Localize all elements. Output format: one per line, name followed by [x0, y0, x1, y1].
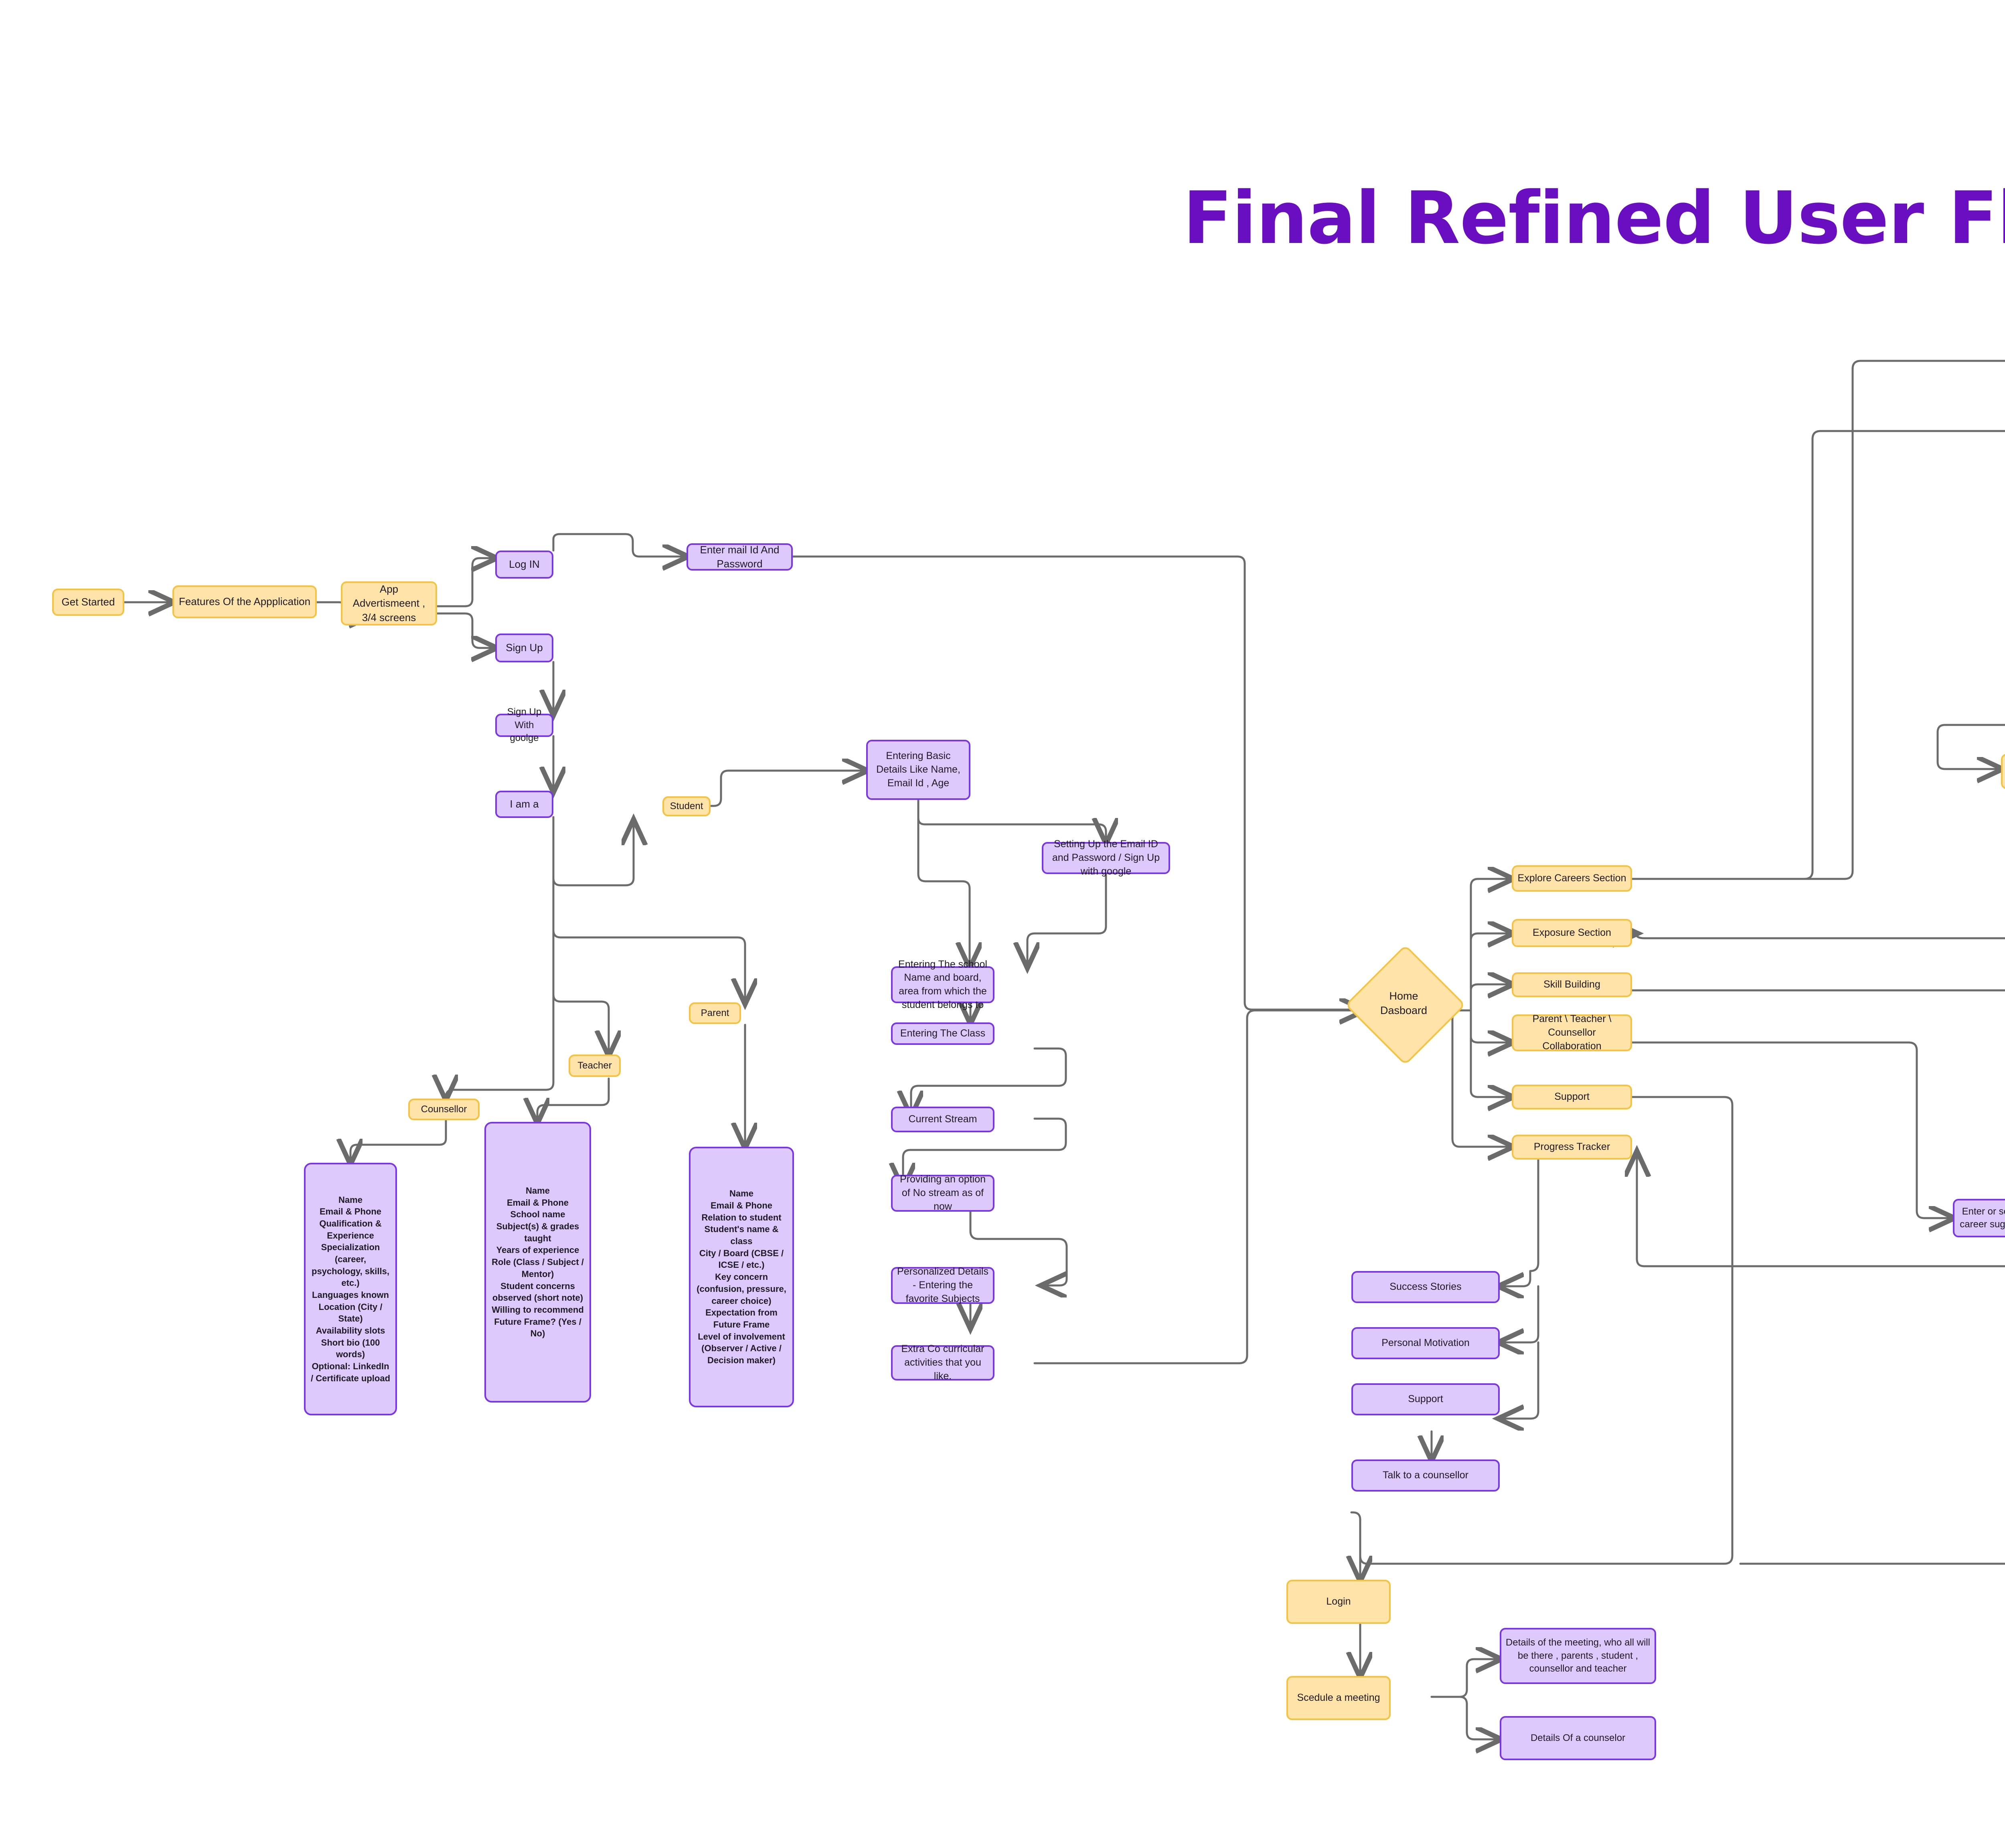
node-features[interactable]: Features Of the Appplication	[172, 585, 317, 618]
node-home-dashboard-label: Home Dasboard	[1380, 990, 1428, 1016]
node-entering-class[interactable]: Entering The Class	[891, 1022, 994, 1045]
node-no-stream[interactable]: Providing an option of No stream as of n…	[891, 1174, 994, 1212]
node-explore-careers-section[interactable]: Explore Careers Section	[1512, 865, 1632, 892]
node-login[interactable]: Login	[1286, 1580, 1391, 1624]
node-sign-up[interactable]: Sign Up	[495, 634, 553, 662]
node-success-stories[interactable]: Success Stories	[1351, 1271, 1500, 1303]
node-talk-to-a-counsellor[interactable]: Talk to a counsellor	[1351, 1459, 1500, 1492]
node-meeting-details: Details of the meeting, who all will be …	[1500, 1628, 1656, 1684]
node-support-column[interactable]: Support	[1351, 1383, 1500, 1415]
node-i-am-a[interactable]: I am a	[495, 791, 553, 818]
node-personalized-details[interactable]: Personalized Details - Entering the favo…	[891, 1266, 994, 1304]
node-teacher[interactable]: Teacher	[569, 1055, 621, 1077]
node-parent-teacher-counsellor-collaboration[interactable]: Parent \ Teacher \ Counsellor Collaborat…	[1512, 1013, 1632, 1052]
node-exposure-section[interactable]: Exposure Section	[1512, 919, 1632, 947]
node-sign-up-google[interactable]: Sign Up With goolge	[495, 706, 553, 743]
node-student[interactable]: Student	[662, 796, 711, 816]
node-basic-details[interactable]: Entering Basic Details Like Name, Email …	[866, 740, 970, 800]
node-progress-tracker[interactable]: Progress Tracker	[1512, 1135, 1632, 1160]
page-title: Final Refined User Flow	[1183, 176, 2005, 260]
node-school-name[interactable]: Entering The school Name and board, area…	[891, 959, 994, 1010]
node-going-to-exposure-section[interactable]: Going to exposure section	[2001, 754, 2005, 789]
node-extra-co-curricular[interactable]: Extra Co curricular activities that you …	[891, 1343, 994, 1382]
node-support-menu[interactable]: Support	[1512, 1085, 1632, 1109]
node-counsellor-details: Name Email & Phone Qualification & Exper…	[304, 1163, 397, 1415]
node-schedule-a-meeting[interactable]: Scedule a meeting	[1286, 1676, 1391, 1720]
node-counsellor[interactable]: Counsellor	[408, 1099, 480, 1120]
node-current-stream[interactable]: Current Stream	[891, 1107, 994, 1132]
node-enter-select-career[interactable]: Enter or select a career suggested	[1953, 1199, 2005, 1237]
node-parent-details: Name Email & Phone Relation to student S…	[689, 1147, 794, 1407]
node-setting-email[interactable]: Setting Up the Email ID and Password / S…	[1042, 838, 1170, 877]
node-enter-mail-password[interactable]: Enter mail Id And Password	[687, 543, 793, 571]
node-personal-motivation[interactable]: Personal Motivation	[1351, 1327, 1500, 1359]
node-counselor-details: Details Of a counselor	[1500, 1716, 1656, 1760]
node-skill-building[interactable]: Skill Building	[1512, 972, 1632, 997]
node-parent[interactable]: Parent	[689, 1002, 741, 1024]
node-teacher-details: Name Email & Phone School name Subject(s…	[484, 1122, 591, 1403]
node-get-started[interactable]: Get Started	[52, 589, 124, 616]
node-app-advertisement[interactable]: App Advertismeent , 3/4 screens	[341, 581, 437, 625]
node-log-in[interactable]: Log IN	[495, 551, 553, 579]
